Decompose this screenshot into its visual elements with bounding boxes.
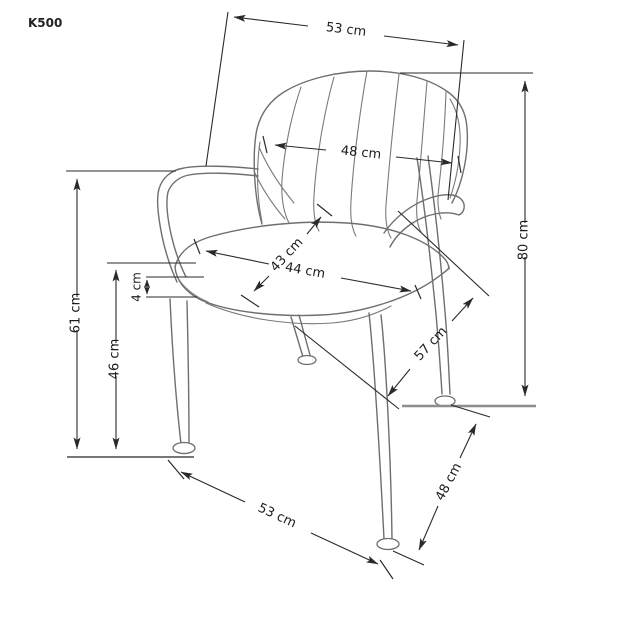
dim-seat-width: 44 cm bbox=[193, 238, 422, 300]
backrest-flute bbox=[416, 81, 428, 233]
extension-line bbox=[397, 210, 490, 297]
dimension-label: 46 cm bbox=[108, 339, 123, 380]
extension-line bbox=[294, 325, 400, 410]
foot-front-right bbox=[376, 537, 400, 551]
dimension-line bbox=[451, 297, 474, 322]
chair-seat-apron bbox=[205, 302, 392, 325]
dimension-line bbox=[395, 156, 453, 166]
backrest-flute bbox=[313, 76, 335, 232]
extension-line bbox=[392, 550, 425, 566]
dimension-label: 4 cm bbox=[130, 272, 144, 302]
leg-back-right-outer bbox=[427, 155, 451, 395]
dim-seat-height: 46 cm bbox=[107, 262, 196, 450]
dimension-line bbox=[180, 471, 246, 503]
dimension-label: 44 cm bbox=[284, 260, 326, 282]
foot-back-right bbox=[434, 395, 456, 407]
dimension-label: 48 cm bbox=[340, 143, 382, 162]
chair-backrest-inner-right bbox=[449, 98, 461, 199]
dimension-line bbox=[205, 249, 270, 265]
dimension-label: 80 cm bbox=[517, 220, 532, 261]
chair-backrest-outline bbox=[253, 70, 469, 225]
backrest-flute bbox=[437, 91, 447, 220]
leg-back-right-inner bbox=[416, 157, 443, 395]
dimension-label: 57 cm bbox=[412, 324, 451, 364]
dim-front-width: 53 cm bbox=[167, 459, 394, 580]
chair-backrest-inner-left bbox=[256, 141, 263, 223]
dimension-label: 53 cm bbox=[255, 501, 298, 532]
extension-line bbox=[450, 404, 491, 418]
extension-line bbox=[447, 39, 465, 201]
leg-back-left-outer bbox=[290, 316, 304, 358]
foot-front-left bbox=[172, 441, 196, 455]
tick-mark bbox=[414, 284, 422, 300]
dim-armrest-height: 61 cm bbox=[66, 170, 176, 450]
leg-front-left-outer bbox=[169, 298, 182, 445]
tick-mark bbox=[457, 155, 462, 174]
dimension-label: 48 cm bbox=[433, 461, 465, 504]
backrest-flute bbox=[385, 73, 400, 239]
backrest-wing-curve bbox=[258, 146, 295, 204]
tick-mark bbox=[316, 203, 333, 217]
dim-diagonal-depth: 57 cm bbox=[294, 210, 490, 410]
armrest-left-outer bbox=[156, 165, 259, 283]
chair-seat-top-edge bbox=[174, 221, 450, 270]
dimension-label: 61 cm bbox=[69, 293, 84, 334]
tick-mark bbox=[167, 459, 185, 480]
dimension-line bbox=[418, 505, 439, 551]
dimension-line bbox=[459, 423, 477, 459]
dimension-line bbox=[310, 532, 379, 565]
dim-backrest-width: 48 cm bbox=[262, 135, 462, 174]
backrest-flute bbox=[350, 70, 368, 237]
tick-mark bbox=[262, 135, 268, 154]
dimension-line bbox=[233, 14, 309, 27]
chair-seat-side-thickness bbox=[177, 277, 209, 303]
armrest-left-inner bbox=[166, 172, 259, 278]
tick-mark bbox=[240, 294, 260, 308]
dim-leg-depth: 48 cm bbox=[392, 404, 491, 566]
tick-mark bbox=[193, 238, 201, 255]
armrest-right bbox=[383, 194, 465, 248]
leg-back-left-inner bbox=[298, 314, 311, 356]
extension-line bbox=[205, 11, 229, 167]
tick-mark bbox=[379, 559, 394, 580]
dim-cushion-thickness: 4 cm bbox=[130, 272, 204, 302]
dim-total-height: 80 cm bbox=[400, 72, 533, 397]
model-label: K500 bbox=[28, 16, 62, 30]
chair-drawing bbox=[156, 70, 469, 551]
leg-front-left-inner bbox=[186, 300, 190, 443]
dim-seat-depth: 43 cm bbox=[240, 203, 333, 308]
leg-front-right-inner bbox=[380, 314, 393, 541]
foot-back-left bbox=[297, 354, 317, 366]
dimension-line bbox=[340, 277, 412, 293]
dimension-label: 53 cm bbox=[325, 20, 367, 40]
dimension-line bbox=[387, 368, 411, 397]
backrest-flute bbox=[281, 86, 302, 224]
dimension-line bbox=[306, 216, 322, 235]
dim-top-width: 53 cm bbox=[205, 11, 465, 201]
leg-front-right-outer bbox=[368, 312, 385, 540]
dimension-line bbox=[274, 142, 327, 151]
dimension-line bbox=[253, 275, 270, 292]
dimension-line bbox=[383, 35, 459, 48]
